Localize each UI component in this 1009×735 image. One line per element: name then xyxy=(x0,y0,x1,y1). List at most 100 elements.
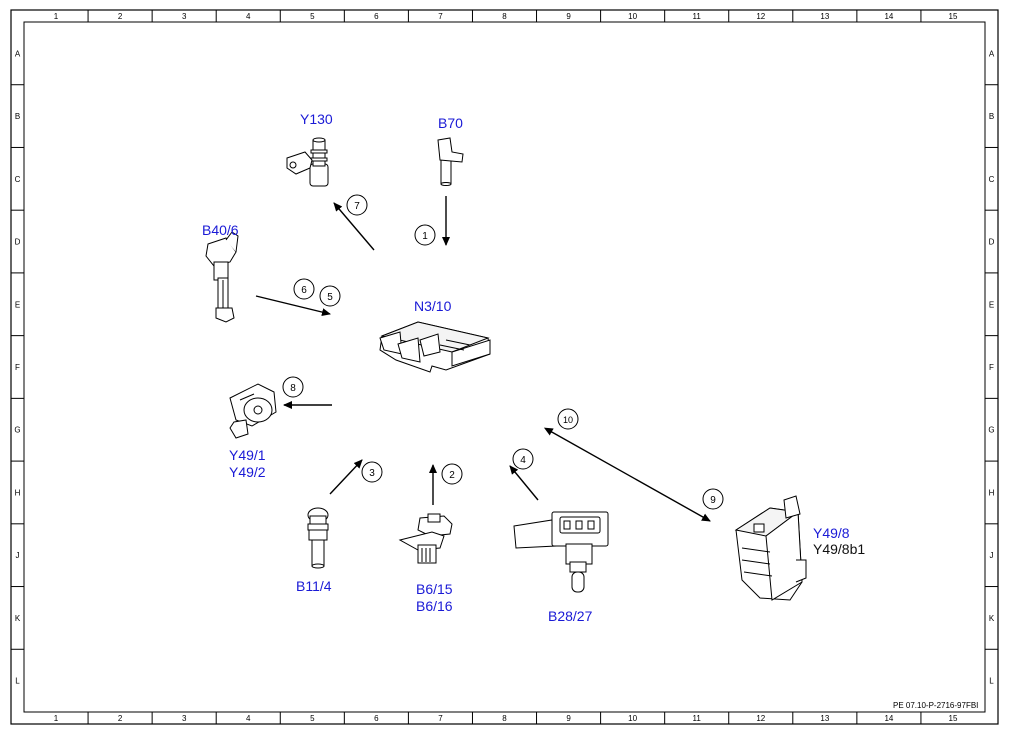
row-label-left: L xyxy=(15,677,20,686)
outer-frame xyxy=(10,9,999,725)
label-y49-8b1: Y49/8b1 xyxy=(813,541,866,557)
callout-6: 6 xyxy=(293,278,315,300)
column-label-bottom: 3 xyxy=(182,714,187,723)
label-y130: Y130 xyxy=(300,111,333,127)
column-label-top: 5 xyxy=(310,12,315,21)
row-ticks-left: A B C D E F G H J K L xyxy=(11,49,24,686)
callout-8-text: 8 xyxy=(290,383,296,394)
callout-1-text: 1 xyxy=(422,231,428,242)
callout-5-text: 5 xyxy=(327,292,333,303)
arrow-3 xyxy=(329,459,363,495)
column-label-top: 9 xyxy=(566,12,571,21)
callout-10-text: 10 xyxy=(563,415,573,425)
callout-6-text: 6 xyxy=(301,285,307,296)
ecu-n3-10-drawing xyxy=(379,321,491,373)
column-label-bottom: 2 xyxy=(118,714,123,723)
column-label-top: 3 xyxy=(182,12,187,21)
column-label-top: 6 xyxy=(374,12,379,21)
row-label-left: K xyxy=(15,614,21,623)
column-label-bottom: 7 xyxy=(438,714,443,723)
callout-5: 5 xyxy=(319,285,341,307)
row-label-right: A xyxy=(989,49,995,58)
row-label-left: F xyxy=(15,363,20,372)
inner-frame xyxy=(23,21,986,713)
b70-sensor-drawing xyxy=(437,137,464,186)
row-label-right: G xyxy=(988,426,994,435)
row-label-left: C xyxy=(15,175,21,184)
row-label-right: H xyxy=(989,488,995,497)
callout-group: 1 2 3 4 5 6 7 8 9 10 xyxy=(282,194,724,510)
document-reference: PE 07.10-P-2716-97FBI xyxy=(893,701,979,710)
label-b70: B70 xyxy=(438,115,463,131)
column-label-bottom: 4 xyxy=(246,714,251,723)
row-label-left: G xyxy=(14,426,20,435)
label-b11-4: B11/4 xyxy=(296,578,332,594)
label-b6-15: B6/15 xyxy=(416,581,453,597)
row-label-left: H xyxy=(15,488,21,497)
callout-3: 3 xyxy=(361,461,383,483)
label-n3-10: N3/10 xyxy=(414,298,452,314)
callout-9-text: 9 xyxy=(710,495,716,506)
callout-10: 10 xyxy=(557,408,579,430)
column-label-bottom: 1 xyxy=(54,714,59,723)
row-label-right: K xyxy=(989,614,995,623)
column-label-bottom: 6 xyxy=(374,714,379,723)
label-b28-27: B28/27 xyxy=(548,608,593,624)
row-label-left: D xyxy=(15,238,21,247)
callout-1: 1 xyxy=(414,224,436,246)
arrow-7 xyxy=(333,202,375,251)
b6-15-sensor-drawing xyxy=(398,513,453,564)
column-label-top: 10 xyxy=(628,12,637,21)
row-label-left: A xyxy=(15,49,21,58)
label-y49-8: Y49/8 xyxy=(813,525,850,541)
row-label-right: L xyxy=(989,677,994,686)
column-label-bottom: 13 xyxy=(820,714,829,723)
column-label-bottom: 8 xyxy=(502,714,507,723)
row-label-right: J xyxy=(990,551,994,560)
row-label-left: B xyxy=(15,112,20,121)
label-b6-16: B6/16 xyxy=(416,598,453,614)
row-label-left: J xyxy=(16,551,20,560)
callout-3-text: 3 xyxy=(369,468,375,479)
column-label-bottom: 12 xyxy=(756,714,765,723)
column-label-bottom: 9 xyxy=(566,714,571,723)
row-label-right: C xyxy=(989,175,995,184)
column-label-bottom: 10 xyxy=(628,714,637,723)
column-label-top: 11 xyxy=(693,12,702,21)
arrow-9-10 xyxy=(543,427,711,522)
y49-1-solenoid-drawing xyxy=(229,383,277,439)
column-label-top: 12 xyxy=(756,12,765,21)
y49-8-actuator-drawing xyxy=(734,495,807,601)
callout-7-text: 7 xyxy=(354,201,360,212)
column-label-top: 2 xyxy=(118,12,123,21)
row-label-right: B xyxy=(989,112,994,121)
column-label-top: 14 xyxy=(884,12,893,21)
arrow-4 xyxy=(509,465,539,501)
label-y49-2: Y49/2 xyxy=(229,464,266,480)
column-label-bottom: 15 xyxy=(949,714,958,723)
callout-4: 4 xyxy=(512,448,534,470)
callout-2-text: 2 xyxy=(449,470,455,481)
column-label-top: 8 xyxy=(502,12,507,21)
column-label-bottom: 11 xyxy=(693,714,702,723)
column-label-bottom: 14 xyxy=(884,714,893,723)
row-label-right: E xyxy=(989,300,994,309)
arrow-5-6 xyxy=(255,295,331,316)
callout-7: 7 xyxy=(346,194,368,216)
callout-4-text: 4 xyxy=(520,455,526,466)
callout-8: 8 xyxy=(282,376,304,398)
callout-9: 9 xyxy=(702,488,724,510)
label-b40-6: B40/6 xyxy=(202,222,239,238)
column-label-top: 4 xyxy=(246,12,251,21)
b28-27-sensor-drawing xyxy=(513,511,609,593)
label-y49-1: Y49/1 xyxy=(229,447,266,463)
row-label-left: E xyxy=(15,300,20,309)
callout-2: 2 xyxy=(441,463,463,485)
b11-4-sensor-drawing xyxy=(307,507,329,569)
b40-6-sensor-drawing xyxy=(205,231,239,323)
y130-valve-drawing xyxy=(286,137,329,187)
column-label-top: 15 xyxy=(949,12,958,21)
